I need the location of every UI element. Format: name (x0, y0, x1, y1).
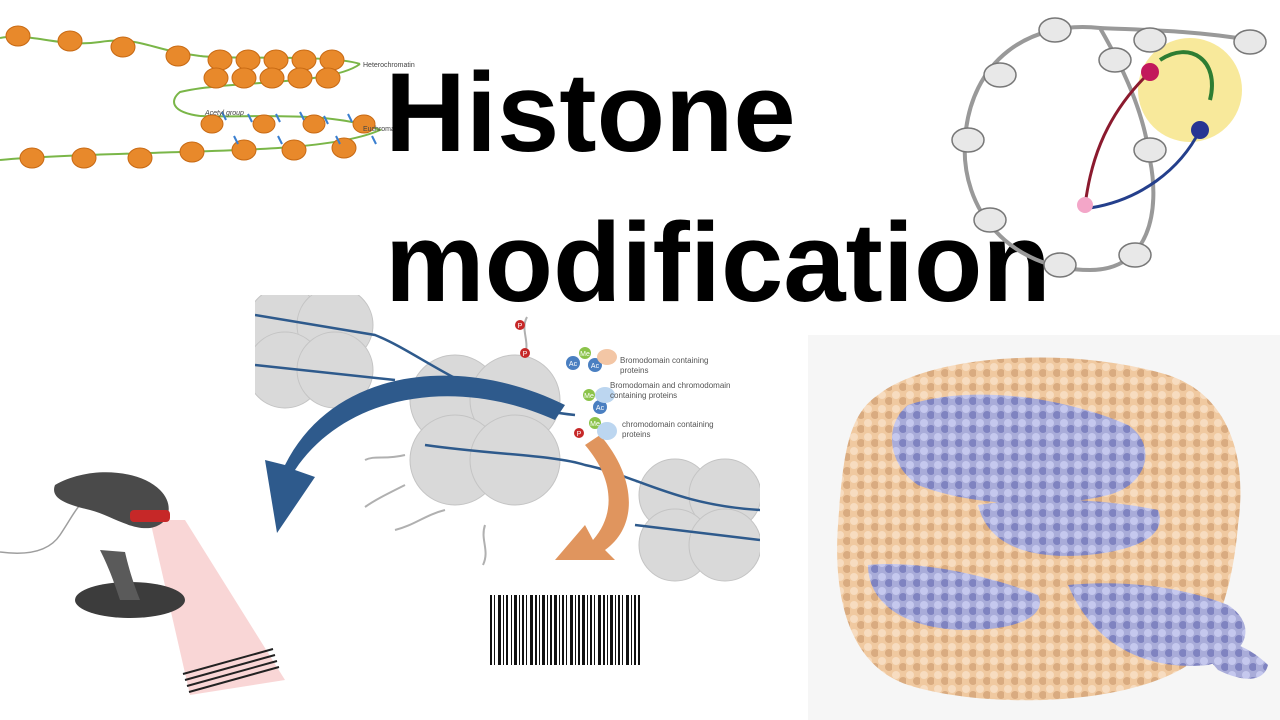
phospho-mark-3: P (577, 431, 582, 438)
acetyl-mark-1: Ac (569, 361, 578, 368)
title-line-1: Histone (385, 50, 796, 175)
bromodomain-label: Bromodomain containing proteins (620, 356, 709, 375)
nucleosome-reader-diagram: P P P Ac Ac Ac Me Me Me (255, 295, 760, 582)
nucleosome-molecular-structure (837, 357, 1268, 701)
acetyl-mark-2: Ac (591, 363, 600, 370)
acetyl-group-label: Acetyl group (205, 110, 244, 117)
chromodomain-label: chromodomain containing proteins (622, 420, 714, 439)
euchromatin-label: Euchromatin (363, 126, 403, 133)
title-line-2: modification (385, 200, 1051, 325)
page-title: Histone modification (385, 45, 1085, 325)
phospho-mark-1: P (518, 323, 523, 330)
acetyl-mark-3: Ac (596, 405, 605, 412)
phospho-mark-2: P (523, 351, 528, 358)
chromatin-fiber-illustration (0, 25, 383, 169)
methyl-mark-1: Me (580, 351, 590, 358)
barcode-scanner-illustration (0, 472, 285, 695)
methyl-mark-2: Me (584, 393, 594, 400)
bromo-chromo-label: Bromodomain and chromodomain containing … (610, 381, 731, 400)
chromatin-loop-diagram (951, 17, 1267, 278)
barcode-graphic (490, 595, 640, 665)
heterochromatin-label: Heterochromatin (363, 62, 415, 69)
methyl-mark-3: Me (590, 421, 600, 428)
